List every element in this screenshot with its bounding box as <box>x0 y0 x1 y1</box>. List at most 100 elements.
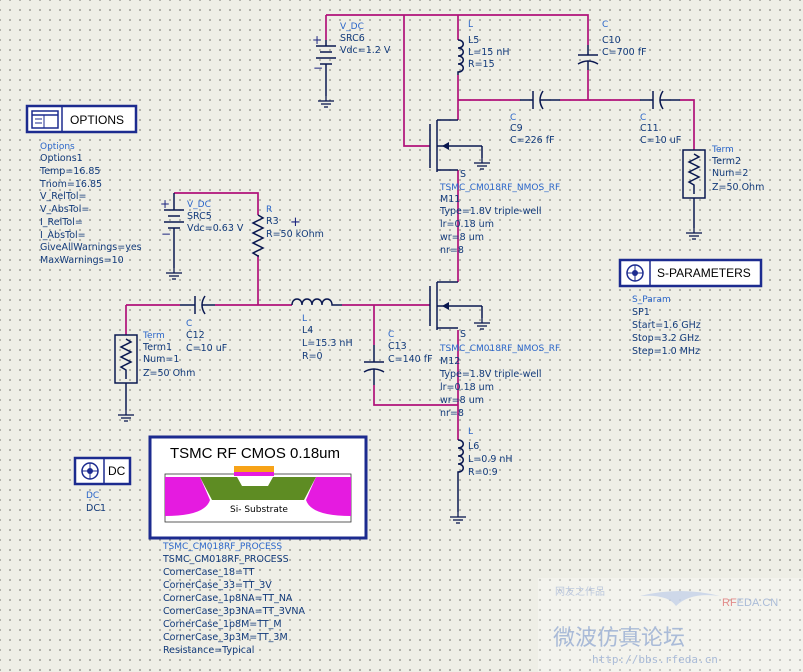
capacitor-c11[interactable]: C C11 C=10 uF <box>640 90 681 146</box>
m11-model: TSMC_CM018RF_NMOS_RF <box>439 183 560 193</box>
c13-value: C=140 fF <box>388 354 433 365</box>
m12-name: M12 <box>440 356 460 367</box>
term1-type: Term <box>142 331 165 341</box>
sparam-line-3: Stop=3.2 GHz <box>632 333 699 344</box>
inductor-l5[interactable]: L L5 L=15 nH R=15 <box>457 20 510 75</box>
cmos-cross-section-image: Si- Substrate <box>164 466 352 523</box>
options-line-9: MaxWarnings=10 <box>40 255 124 266</box>
options-window-icon <box>31 110 59 129</box>
r3-type: R <box>266 205 272 215</box>
nmos-m12[interactable]: S TSMC_CM018RF_NMOS_RF M12 Type=1.8V tri… <box>429 281 560 419</box>
process-line-8: Resistance=Typical <box>163 645 254 656</box>
options-line-5: V_AbsTol= <box>40 204 89 215</box>
process-line-4: CornerCase_1p8NA=TT_NA <box>163 593 293 604</box>
resistor-r3[interactable]: R R3 + R=50 kOhm <box>251 205 324 258</box>
process-line-0: TSMC_CM018RF_PROCESS <box>162 542 282 552</box>
options-line-1: Options1 <box>40 153 83 164</box>
src6-type: V_DC <box>340 22 364 32</box>
options-title: OPTIONS <box>70 113 124 127</box>
l4-value: L=15.3 nH <box>302 338 353 349</box>
process-substrate-label: Si- Substrate <box>230 505 288 515</box>
term1-impedance: Z=50 Ohm <box>143 368 195 379</box>
c10-value: C=700 fF <box>602 47 647 58</box>
wire-c13 <box>373 305 458 406</box>
wire-src5-top <box>174 192 259 215</box>
watermark: 网友之作品 RFEDA.CN 微波仿真论坛 http://bbs.rfeda.c… <box>538 578 803 672</box>
m11-type: Type=1.8V triple-well <box>439 206 542 217</box>
watermark-bird-logo <box>640 591 720 606</box>
port-term1[interactable]: Term Term1 Num=1 Z=50 Ohm <box>114 331 195 422</box>
svg-text:+: + <box>312 33 322 47</box>
capacitor-c9[interactable]: C C9 C=226 fF <box>510 90 560 146</box>
nmos-m11[interactable]: S TSMC_CM018RF_NMOS_RF M11 Type=1.8V tri… <box>429 119 560 256</box>
src6-vdc: Vdc=1.2 V <box>340 45 391 56</box>
options-controller[interactable]: OPTIONS Options Options1 Temp=16.85 Tnom… <box>25 104 142 266</box>
svg-text:−: − <box>313 61 323 75</box>
process-line-1: TSMC_CM018RF_PROCESS <box>162 554 289 565</box>
m11-wr: wr=8 um <box>440 232 484 243</box>
r3-value: R=50 kOhm <box>266 229 324 240</box>
sparam-title: S-PARAMETERS <box>657 266 751 280</box>
capacitor-c12[interactable]: C C12 C=10 uF <box>180 295 227 354</box>
l5-type: L <box>468 20 473 30</box>
l6-name: L6 <box>468 441 479 452</box>
c13-type: C <box>388 330 394 340</box>
l6-value: L=0.9 nH <box>468 454 513 465</box>
wire-vdd-to-m11-gate <box>403 15 430 147</box>
sparam-controller[interactable]: S-PARAMETERS S_Param SP1 Start=1.6 GHz S… <box>618 258 763 357</box>
m11-lr: lr=0.18 um <box>440 219 494 230</box>
inductor-l6[interactable]: L L6 L=0.9 nH R=0.9 <box>449 427 513 524</box>
dc-icon <box>81 462 99 480</box>
watermark-logo: RFEDA.CN <box>722 597 778 609</box>
c11-type: C <box>640 113 646 123</box>
process-line-7: CornerCase_3p3M=TT_3M <box>163 632 288 643</box>
term2-name: Term2 <box>711 156 741 167</box>
m12-source-pin: S <box>460 329 466 340</box>
term2-num: Num=2 <box>712 168 748 179</box>
term2-type: Term <box>711 145 734 155</box>
dc-line-1: DC1 <box>86 503 106 514</box>
wires <box>125 14 695 440</box>
term1-num: Num=1 <box>143 354 179 365</box>
l4-name: L4 <box>302 325 313 336</box>
port-term2[interactable]: Term Term2 Num=2 Z=50 Ohm <box>682 145 764 240</box>
m12-lr: lr=0.18 um <box>440 382 494 393</box>
capacitor-c13[interactable]: C C13 C=140 fF <box>363 330 433 385</box>
l4-type: L <box>302 314 307 324</box>
m12-nr: nr=8 <box>440 408 464 419</box>
m11-name: M11 <box>440 194 460 205</box>
process-line-3: CornerCase_33=TT_3V <box>163 580 272 591</box>
term2-impedance: Z=50 Ohm <box>712 182 764 193</box>
inductor-l4[interactable]: L L4 L=15.3 nH R=0 <box>291 298 353 362</box>
options-line-4: V_RelTol= <box>40 191 87 202</box>
options-line-0: Options <box>40 142 75 152</box>
dc-controller[interactable]: DC DC DC1 <box>73 456 132 514</box>
term1-name: Term1 <box>142 342 172 353</box>
c11-name: C11 <box>640 123 659 134</box>
c12-name: C12 <box>186 330 205 341</box>
watermark-logo-eda: EDA.CN <box>737 597 779 609</box>
r3-name: R3 <box>266 216 279 227</box>
src5-vdc: Vdc=0.63 V <box>187 223 244 234</box>
sparam-line-0: S_Param <box>632 295 671 305</box>
r3-plus: + <box>290 215 301 230</box>
watermark-url: http://bbs.rfeda.cn <box>592 653 718 666</box>
c13-name: C13 <box>388 341 407 352</box>
wire-input-line <box>125 304 430 335</box>
l5-resistance: R=15 <box>468 59 495 70</box>
src5-type: V_DC <box>187 200 211 210</box>
capacitor-c10[interactable]: C C10 C=700 fF <box>577 20 647 70</box>
sparam-line-2: Start=1.6 GHz <box>632 320 701 331</box>
m12-type: Type=1.8V triple-well <box>439 369 542 380</box>
l5-name: L5 <box>468 35 479 46</box>
svg-text:−: − <box>161 227 171 241</box>
wire-vdd-rail <box>326 14 589 45</box>
process-block[interactable]: TSMC RF CMOS 0.18um Si- Substrate TSMC_C… <box>148 435 368 656</box>
svg-text:+: + <box>160 197 170 211</box>
sparam-icon <box>626 264 644 282</box>
l4-resistance: R=0 <box>302 351 323 362</box>
vdc-source-src6[interactable]: + − V_DC SRC6 Vdc=1.2 V <box>312 22 391 108</box>
process-line-6: CornerCase_1p8M=TT_M <box>163 619 282 630</box>
vdc-source-src5[interactable]: + − V_DC SRC5 Vdc=0.63 V <box>160 193 244 280</box>
